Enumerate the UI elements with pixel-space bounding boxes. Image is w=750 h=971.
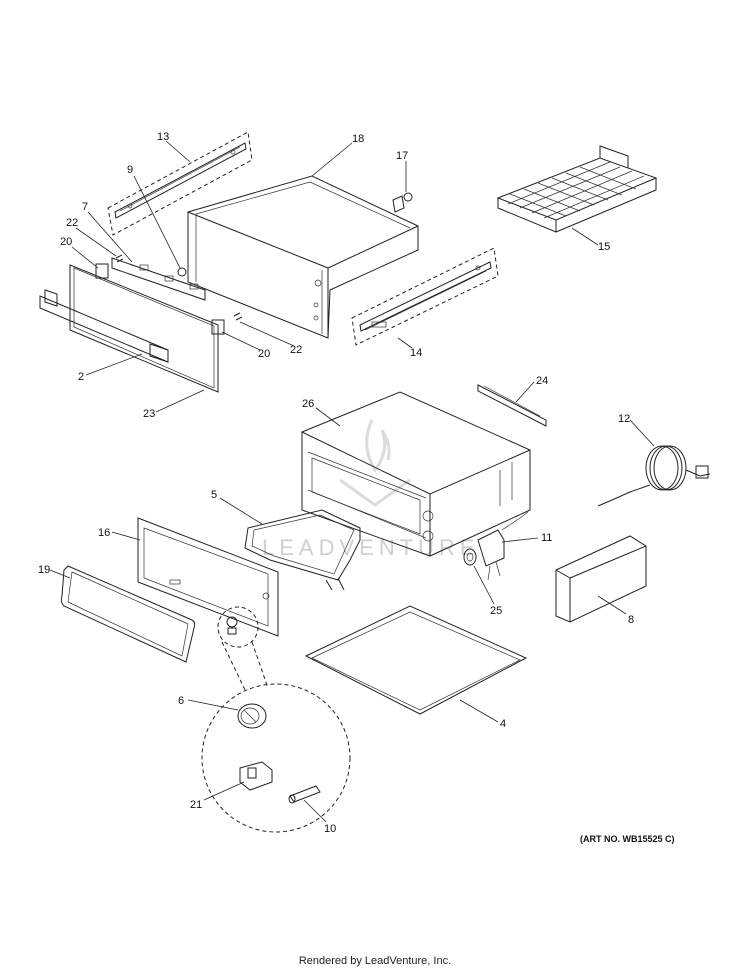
label-20b: 20 bbox=[258, 348, 270, 360]
part-17-bracket bbox=[392, 192, 413, 213]
label-2: 2 bbox=[78, 371, 84, 383]
part-8-cover bbox=[555, 535, 647, 623]
label-7: 7 bbox=[82, 201, 88, 213]
label-8: 8 bbox=[628, 614, 634, 626]
leader-lines bbox=[49, 140, 655, 823]
detail-callout-large bbox=[201, 683, 351, 833]
part-20-bracket-right bbox=[211, 319, 225, 335]
part-21-switch bbox=[239, 761, 273, 791]
watermark-logo bbox=[339, 419, 411, 507]
part-13-slide bbox=[107, 131, 253, 236]
label-4: 4 bbox=[500, 718, 506, 730]
label-25: 25 bbox=[490, 605, 502, 617]
part-5-element bbox=[244, 509, 361, 591]
label-17: 17 bbox=[396, 150, 408, 162]
part-4-bottom-panel bbox=[304, 605, 528, 715]
label-6: 6 bbox=[178, 695, 184, 707]
part-15-wire-rack bbox=[496, 145, 658, 233]
label-20: 20 bbox=[60, 236, 72, 248]
label-5: 5 bbox=[211, 489, 217, 501]
label-14: 14 bbox=[410, 347, 422, 359]
part-6-knob bbox=[237, 703, 267, 729]
part-11-bracket bbox=[477, 511, 529, 581]
part-14-slide bbox=[351, 247, 499, 346]
label-23: 23 bbox=[143, 408, 155, 420]
label-22: 22 bbox=[66, 217, 78, 229]
label-13: 13 bbox=[157, 131, 169, 143]
label-22b: 22 bbox=[290, 344, 302, 356]
part-25-grommet bbox=[463, 548, 477, 566]
label-18: 18 bbox=[352, 133, 364, 145]
part-16-control-panel bbox=[137, 517, 279, 637]
part-12-power-cord bbox=[597, 445, 711, 507]
footer-credit: Rendered by LeadVenture, Inc. bbox=[298, 955, 452, 967]
art-number: (ART NO. WB15525 C) bbox=[580, 834, 675, 844]
part-22-clip-left bbox=[115, 254, 124, 263]
part-18-drawer-box bbox=[187, 175, 419, 339]
part-10-fuse bbox=[288, 785, 321, 804]
part-labels: 13 18 17 9 7 22 20 15 2 20 22 14 23 26 2… bbox=[38, 131, 634, 835]
label-15: 15 bbox=[598, 241, 610, 253]
part-7-inner-panel bbox=[111, 257, 206, 301]
part-19-gasket bbox=[60, 565, 196, 663]
part-22-clip-right bbox=[233, 312, 243, 321]
detail-connector-lines bbox=[221, 641, 269, 693]
label-9: 9 bbox=[127, 164, 133, 176]
label-24: 24 bbox=[536, 375, 548, 387]
label-12: 12 bbox=[618, 413, 630, 425]
label-10: 10 bbox=[324, 823, 336, 835]
label-16: 16 bbox=[98, 527, 110, 539]
detail-callout-small bbox=[217, 606, 259, 648]
part-26-chassis bbox=[300, 391, 532, 557]
label-19: 19 bbox=[38, 564, 50, 576]
label-21: 21 bbox=[190, 799, 202, 811]
label-26: 26 bbox=[302, 398, 314, 410]
part-2-handle bbox=[39, 289, 169, 363]
label-11: 11 bbox=[541, 532, 552, 544]
part-9-screw bbox=[177, 267, 187, 277]
part-24-rail bbox=[477, 384, 547, 427]
watermark-text: LEADVENTURE bbox=[262, 535, 480, 560]
